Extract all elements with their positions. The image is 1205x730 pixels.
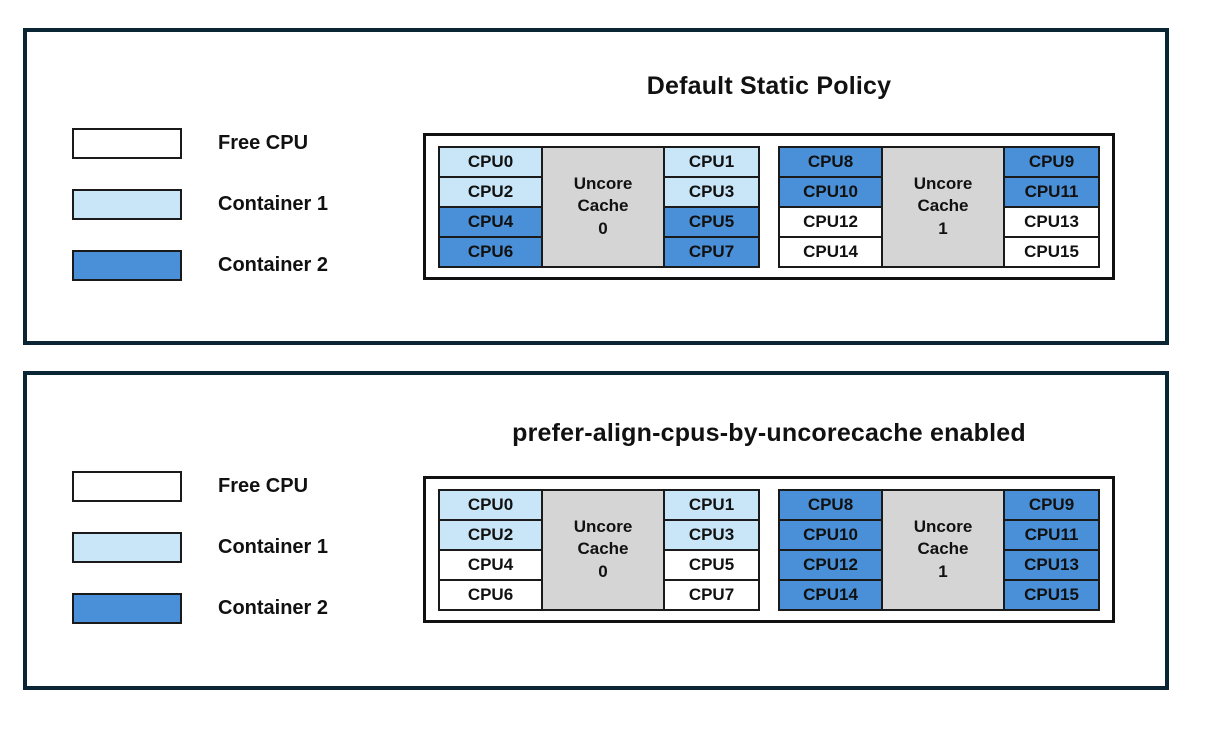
uncore-cache-id: 1: [938, 218, 948, 238]
legend-swatch-free-cpu: [72, 128, 182, 159]
uncore-cache-block-1: Uncore Cache 1: [881, 488, 1005, 611]
cpu-cell-cpu14: CPU14: [778, 578, 883, 611]
cpu-topology-diagram: CPU0 CPU2 CPU4 CPU6 Uncore Cache 0 CPU1 …: [423, 476, 1115, 623]
cpu-column-right: CPU9 CPU11 CPU13 CPU15: [1003, 488, 1100, 611]
cpu-cell-cpu15: CPU15: [1003, 235, 1100, 268]
legend-item-free-cpu: Free CPU: [72, 128, 308, 159]
uncore-cache-id: 1: [938, 561, 948, 581]
cpu-cell-cpu2: CPU2: [438, 518, 543, 551]
cpu-cell-cpu3: CPU3: [663, 518, 760, 551]
uncore-cache-1-group: CPU8 CPU10 CPU12 CPU14 Uncore Cache 1 CP…: [778, 488, 1100, 611]
cpu-cell-cpu12: CPU12: [778, 548, 883, 581]
legend-label: Container 2: [218, 254, 329, 276]
legend-label: Container 2: [218, 597, 329, 619]
legend-item-free-cpu: Free CPU: [72, 471, 308, 502]
cpu-cell-cpu0: CPU0: [438, 145, 543, 178]
panel-default-static-policy: Default Static Policy Free CPU Container…: [23, 28, 1169, 345]
legend-item-container-2: Container 2: [72, 593, 328, 624]
cpu-cell-cpu5: CPU5: [663, 548, 760, 581]
legend-item-container-1: Container 1: [72, 532, 328, 563]
cpu-column-left: CPU0 CPU2 CPU4 CPU6: [438, 145, 543, 268]
cpu-cell-cpu14: CPU14: [778, 235, 883, 268]
cpu-cell-cpu4: CPU4: [438, 548, 543, 581]
cpu-cell-cpu15: CPU15: [1003, 578, 1100, 611]
cpu-cell-cpu11: CPU11: [1003, 518, 1100, 551]
uncore-cache-label: Uncore Cache: [573, 517, 633, 559]
uncore-cache-label: Uncore Cache: [913, 517, 973, 559]
uncore-cache-label: Uncore Cache: [573, 174, 633, 216]
uncore-cache-id: 0: [598, 561, 608, 581]
uncore-cache-block-0: Uncore Cache 0: [541, 145, 665, 268]
cpu-cell-cpu1: CPU1: [663, 145, 760, 178]
cpu-cell-cpu9: CPU9: [1003, 145, 1100, 178]
legend-item-container-1: Container 1: [72, 189, 328, 220]
legend-label: Free CPU: [218, 475, 309, 497]
cpu-cell-cpu7: CPU7: [663, 235, 760, 268]
cpu-cell-cpu0: CPU0: [438, 488, 543, 521]
cpu-cell-cpu8: CPU8: [778, 145, 883, 178]
legend: Free CPU Container 1 Container 2: [72, 128, 412, 283]
legend-label: Container 1: [218, 193, 329, 215]
cpu-cell-cpu2: CPU2: [438, 175, 543, 208]
cpu-column-right: CPU9 CPU11 CPU13 CPU15: [1003, 145, 1100, 268]
legend-swatch-container-1: [72, 532, 182, 563]
legend-swatch-container-2: [72, 593, 182, 624]
cpu-cell-cpu1: CPU1: [663, 488, 760, 521]
cpu-cell-cpu9: CPU9: [1003, 488, 1100, 521]
cpu-cell-cpu8: CPU8: [778, 488, 883, 521]
panel-title: prefer-align-cpus-by-uncorecache enabled: [512, 419, 1026, 447]
cpu-cell-cpu12: CPU12: [778, 205, 883, 238]
legend-item-container-2: Container 2: [72, 250, 328, 281]
cpu-column-left: CPU8 CPU10 CPU12 CPU14: [778, 488, 883, 611]
cpu-topology-diagram: CPU0 CPU2 CPU4 CPU6 Uncore Cache 0 CPU1 …: [423, 133, 1115, 280]
uncore-cache-id: 0: [598, 218, 608, 238]
cpu-cell-cpu10: CPU10: [778, 175, 883, 208]
uncore-cache-0-group: CPU0 CPU2 CPU4 CPU6 Uncore Cache 0 CPU1 …: [438, 145, 760, 268]
uncore-cache-0-group: CPU0 CPU2 CPU4 CPU6 Uncore Cache 0 CPU1 …: [438, 488, 760, 611]
cpu-cell-cpu13: CPU13: [1003, 205, 1100, 238]
uncore-cache-block-0: Uncore Cache 0: [541, 488, 665, 611]
legend-label: Free CPU: [218, 132, 309, 154]
legend-label: Container 1: [218, 536, 329, 558]
panel-title: Default Static Policy: [646, 72, 892, 100]
uncore-cache-1-group: CPU8 CPU10 CPU12 CPU14 Uncore Cache 1 CP…: [778, 145, 1100, 268]
cpu-cell-cpu3: CPU3: [663, 175, 760, 208]
legend: Free CPU Container 1 Container 2: [72, 471, 412, 626]
panel-prefer-align-uncorecache: prefer-align-cpus-by-uncorecache enabled…: [23, 371, 1169, 690]
cpu-column-right: CPU1 CPU3 CPU5 CPU7: [663, 488, 760, 611]
cpu-cell-cpu5: CPU5: [663, 205, 760, 238]
cpu-cell-cpu6: CPU6: [438, 578, 543, 611]
uncore-cache-label: Uncore Cache: [913, 174, 973, 216]
cpu-column-left: CPU0 CPU2 CPU4 CPU6: [438, 488, 543, 611]
legend-swatch-free-cpu: [72, 471, 182, 502]
legend-swatch-container-1: [72, 189, 182, 220]
uncore-cache-block-1: Uncore Cache 1: [881, 145, 1005, 268]
cpu-cell-cpu10: CPU10: [778, 518, 883, 551]
cpu-cell-cpu7: CPU7: [663, 578, 760, 611]
cpu-column-right: CPU1 CPU3 CPU5 CPU7: [663, 145, 760, 268]
cpu-cell-cpu4: CPU4: [438, 205, 543, 238]
cpu-cell-cpu13: CPU13: [1003, 548, 1100, 581]
cpu-cell-cpu11: CPU11: [1003, 175, 1100, 208]
cpu-cell-cpu6: CPU6: [438, 235, 543, 268]
cpu-column-left: CPU8 CPU10 CPU12 CPU14: [778, 145, 883, 268]
legend-swatch-container-2: [72, 250, 182, 281]
